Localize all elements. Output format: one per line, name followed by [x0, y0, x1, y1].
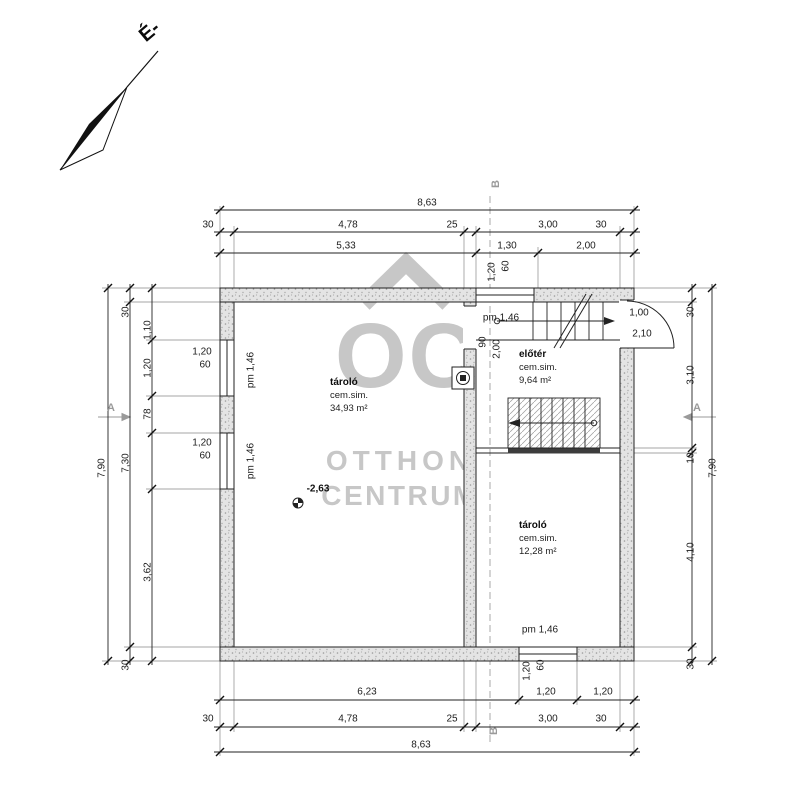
flue-fixture	[451, 366, 475, 390]
window-bottom	[518, 646, 578, 662]
watermark-line2: CENTRUM	[321, 480, 479, 511]
watermark-logo: OC OTTHON CENTRUM	[321, 251, 479, 511]
north-arrow	[59, 50, 159, 171]
entry-door	[619, 299, 675, 349]
windows	[219, 287, 578, 662]
level-marker	[292, 497, 304, 509]
window-top	[475, 287, 535, 303]
extension-lines	[102, 206, 717, 756]
stair-upper	[476, 293, 620, 349]
interior-thin-wall	[476, 447, 620, 454]
window-left-1	[219, 339, 235, 397]
door-swing-arc	[626, 300, 675, 349]
dimension-lines	[107, 209, 713, 753]
section-marker-a	[98, 412, 716, 422]
stair-lower	[507, 397, 601, 449]
window-left-2	[219, 432, 235, 490]
interior-door-opening	[463, 305, 477, 350]
watermark-initials: OC	[335, 305, 477, 407]
watermark-line1: OTTHON	[326, 445, 474, 476]
